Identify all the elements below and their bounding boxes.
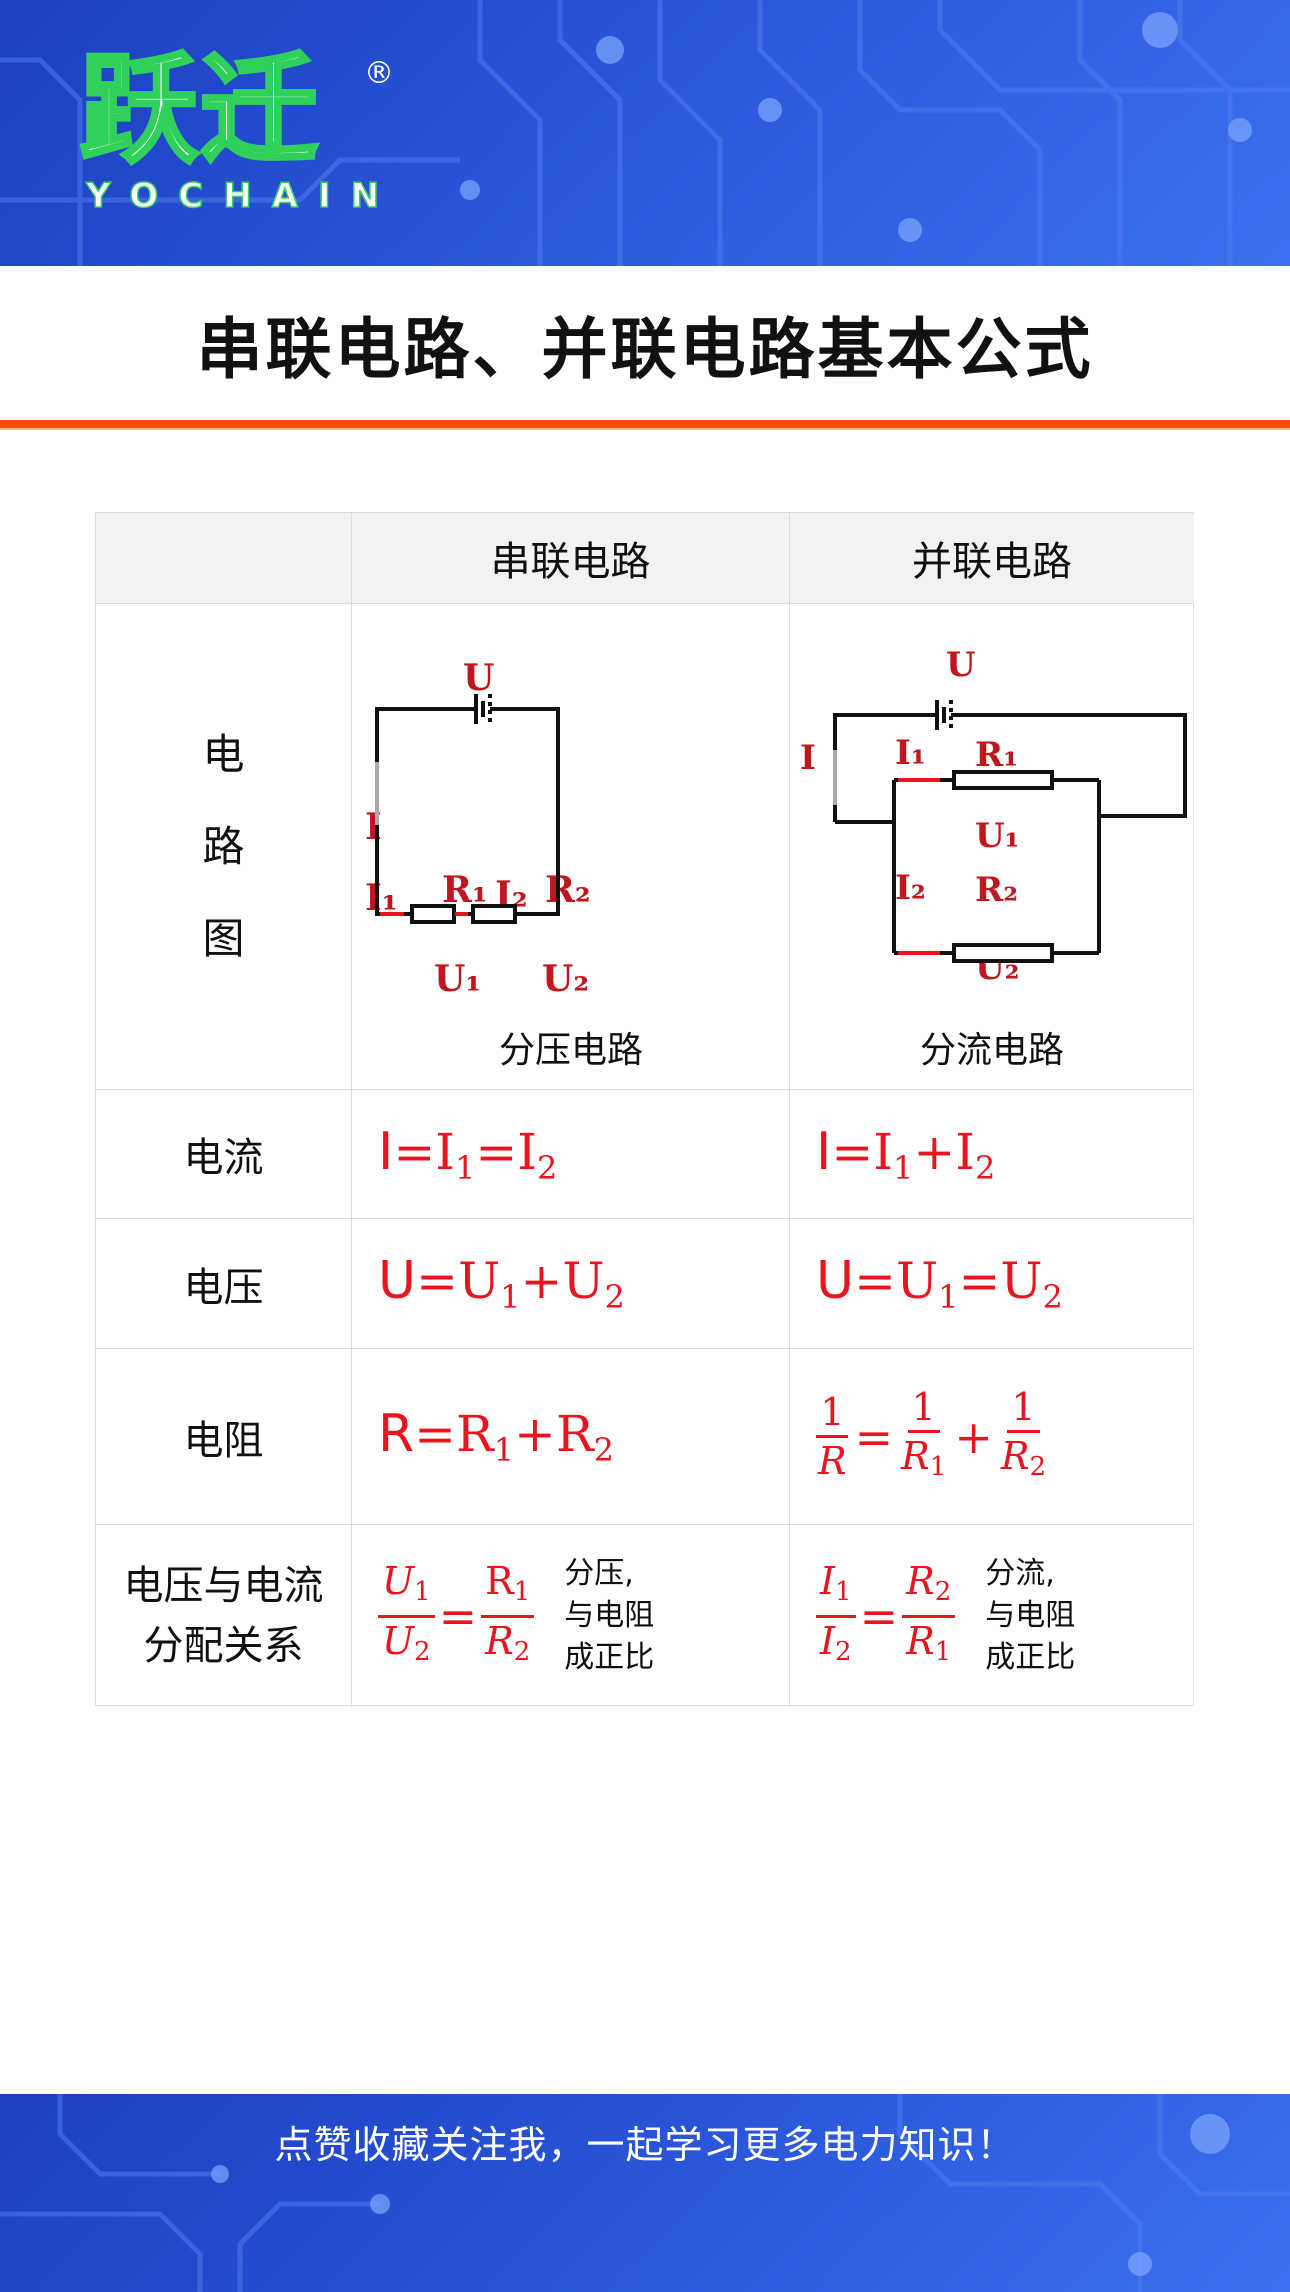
header-banner: 跃迁 ® YOCHAIN [0,0,1290,266]
label-I: I [365,806,382,848]
row-label-resistance: 电阻 [96,1349,352,1525]
row-label-voltage: 电压 [96,1219,352,1349]
note-line: 与电阻 [985,1598,1076,1633]
row-label-char: 路 [202,821,245,871]
parallel-distribution-note: 分流, 与电阻 成正比 [985,1553,1075,1679]
circuit-pattern-decoration [0,2094,1290,2292]
note-line: 分压, [564,1556,634,1591]
header-parallel: 并联电路 [790,513,1194,604]
brand-name: 跃迁 [78,41,321,179]
note-line: 成正比 [564,1640,655,1675]
row-label-line: 电压与电流 [123,1563,324,1609]
label-U1: U₁ [975,816,1020,856]
note-line: 成正比 [985,1640,1076,1675]
series-diagram-cell: U I I₁ R₁ I₂ R₂ U₁ U₂ [352,604,790,1090]
row-label-current: 电流 [96,1090,352,1219]
series-resistance-formula: R=R1+R2 [352,1349,790,1525]
series-voltage-formula: U=U1+U2 [352,1219,790,1349]
label-U1: U₁ [434,958,481,1000]
title-divider [0,420,1290,428]
parallel-current-formula: I=I1+I2 [790,1090,1194,1219]
series-distribution-note: 分压, 与电阻 成正比 [564,1553,654,1679]
brand-logo: 跃迁 ® YOCHAIN [72,41,402,230]
footer-banner: 点赞收藏关注我，一起学习更多电力知识！ [0,2094,1290,2292]
note-line: 分流, [985,1556,1055,1591]
row-label-char: 图 [202,913,245,963]
note-line: 与电阻 [564,1598,655,1633]
circuit-pattern-decoration [0,0,1290,266]
registered-mark: ® [364,56,394,91]
table-corner-cell [96,513,352,604]
parallel-voltage-formula: U=U1=U2 [790,1219,1194,1349]
label-R2: R₂ [975,870,1018,910]
row-label-char: 电 [202,729,245,779]
formula-table: 串联电路 并联电路 电 路 图 U I I₁ R₁ I₂ R₂ U₁ U₂ [95,512,1194,1707]
parallel-caption: 分流电路 [919,1030,1064,1071]
label-U2: U₂ [542,958,589,1000]
row-label-line: 分配关系 [143,1623,304,1669]
label-U: U [463,657,494,699]
page-title: 串联电路、并联电路基本公式 [196,311,1094,388]
row-label-distribution: 电压与电流 分配关系 [96,1525,352,1707]
parallel-circuit-diagram: U I I₁ R₁ U₁ I₂ R₂ U₂ [800,645,1187,988]
label-U: U [946,645,976,685]
series-current-formula: I=I1=I2 [352,1090,790,1219]
row-label-diagram: 电 路 图 [96,604,352,1090]
formula: I=I1=I2 [378,1121,558,1187]
formula: U=U1=U2 [816,1251,1063,1316]
series-circuit-diagram: U I I₁ R₁ I₂ R₂ U₁ U₂ [365,657,591,1000]
label-R2: R₂ [545,869,591,911]
footer-call-to-action: 点赞收藏关注我，一起学习更多电力知识！ [274,2123,1016,2167]
label-R1: R₁ [975,735,1018,775]
series-caption: 分压电路 [498,1030,643,1071]
label-I: I [800,738,816,778]
label-I2: I₂ [895,868,926,908]
formula: I=I1+I2 [816,1121,996,1187]
label-I1: I₁ [895,733,926,773]
header-series: 串联电路 [352,513,790,604]
parallel-diagram-cell: U I I₁ R₁ U₁ I₂ R₂ U₂ [790,604,1194,1090]
formula: R=R1+R2 [378,1404,614,1469]
brand-subtitle: YOCHAIN [85,175,400,217]
formula: U=U1+U2 [378,1251,625,1316]
title-divider-shadow [0,428,1290,430]
